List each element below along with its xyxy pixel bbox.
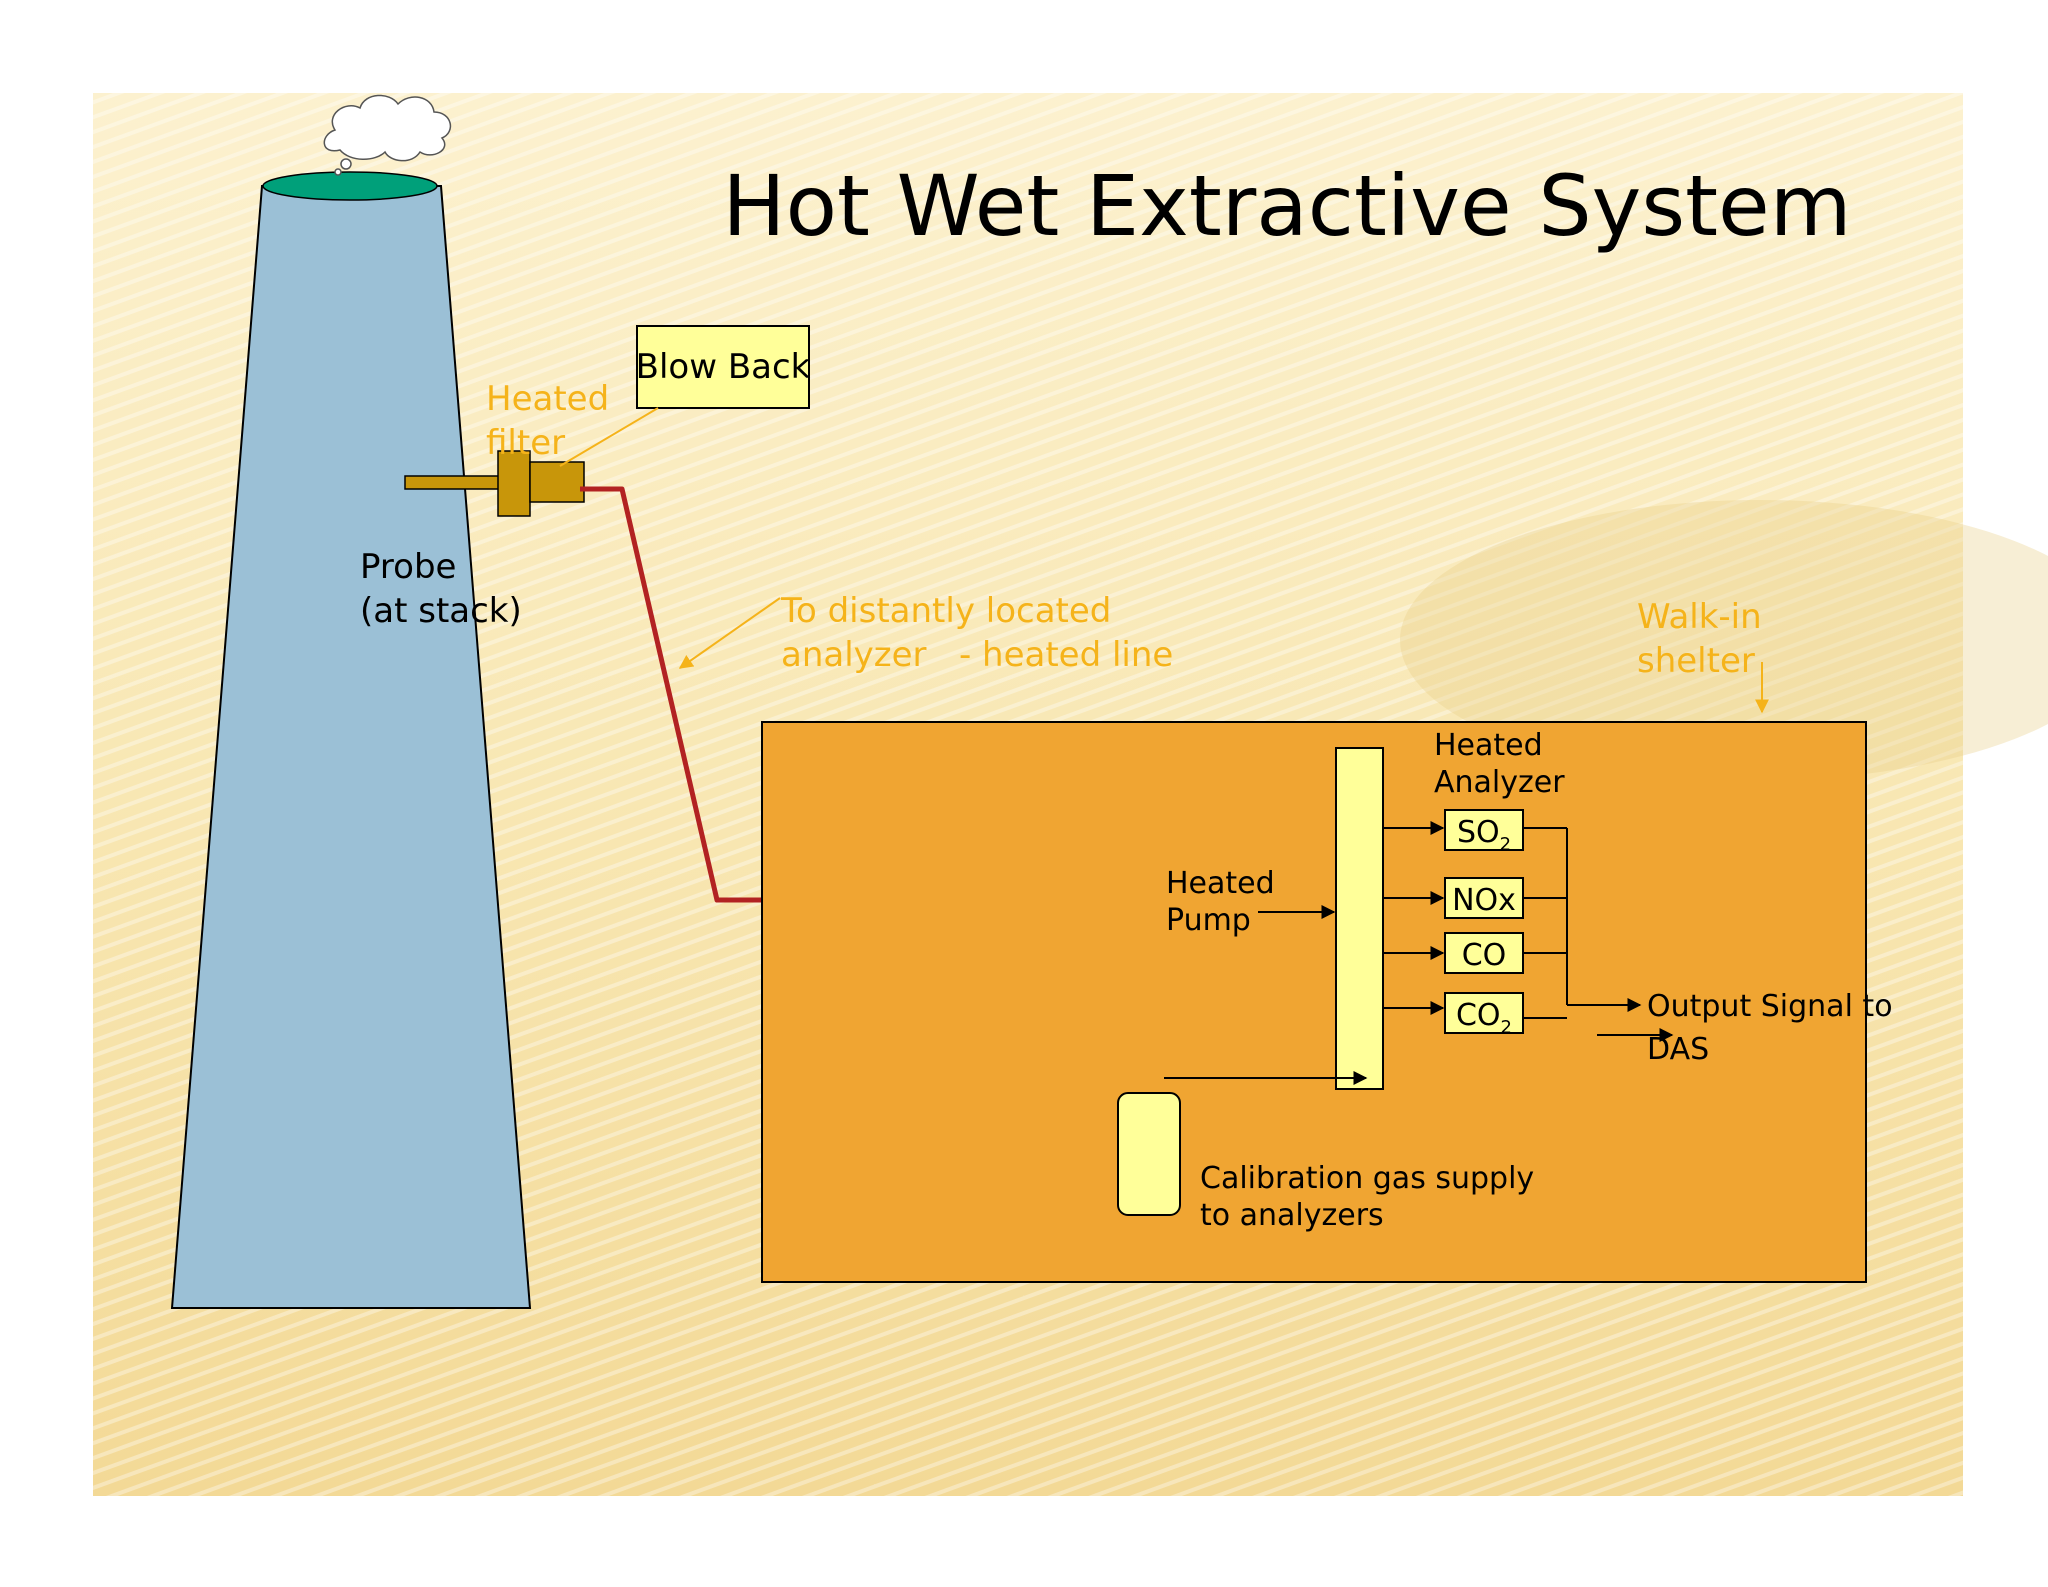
smoke-cloud-icon (323, 94, 452, 176)
probe-rod (404, 475, 501, 490)
analyzer-co2: CO2 (1444, 992, 1524, 1038)
shelter-label-line1: Walk-in (1637, 597, 1762, 637)
heated-line-label-line2: analyzer - heated line (781, 635, 1173, 675)
analyzer-so2: SO2 (1444, 809, 1524, 855)
blow-back-box (636, 325, 810, 409)
analyzer-so2-label: SO2 (1457, 815, 1511, 855)
heated-line-label-line1: To distantly located (780, 591, 1111, 631)
background-blob (1400, 500, 2048, 780)
calibration-label-line1: Calibration gas supply (1200, 1161, 1534, 1196)
analyzer-nox: NOx (1444, 877, 1524, 919)
probe-label-line1: Probe (360, 547, 456, 587)
probe-housing (529, 461, 585, 503)
heated-pump-label-line2: Pump (1166, 903, 1251, 938)
calibration-gas-cylinder (1117, 1092, 1181, 1216)
output-collector (1523, 827, 1568, 1019)
calibration-label-line2: to analyzers (1200, 1198, 1384, 1233)
heated-pump-label-line1: Heated (1166, 866, 1275, 901)
heated-analyzer-label-line1: Heated (1434, 728, 1543, 763)
heated-analyzer-label-line2: Analyzer (1434, 765, 1565, 800)
heated-filter (497, 450, 531, 517)
page-title: Hot Wet Extractive System (722, 157, 1851, 255)
analyzer-co-label: CO (1462, 938, 1507, 973)
walk-in-shelter (761, 721, 1867, 1283)
stack-top (262, 171, 438, 201)
heated-line-arrow (678, 597, 781, 669)
heated-analyzer-manifold (1335, 747, 1384, 1090)
analyzer-co2-label: CO2 (1456, 998, 1512, 1038)
blow-back-label: Blow Back (636, 347, 811, 387)
analyzer-co: CO (1444, 932, 1524, 974)
heated-filter-label-line1: Heated (486, 379, 609, 419)
probe-label-line2: (at stack) (360, 591, 522, 631)
blow-back-leader (559, 407, 659, 467)
heated-filter-label-line2: filter (486, 423, 565, 463)
shelter-label-line2: shelter (1637, 641, 1755, 681)
output-label-line1: Output Signal to (1647, 989, 1893, 1024)
analyzer-nox-label: NOx (1452, 883, 1516, 918)
output-label-line2: DAS (1647, 1032, 1709, 1067)
